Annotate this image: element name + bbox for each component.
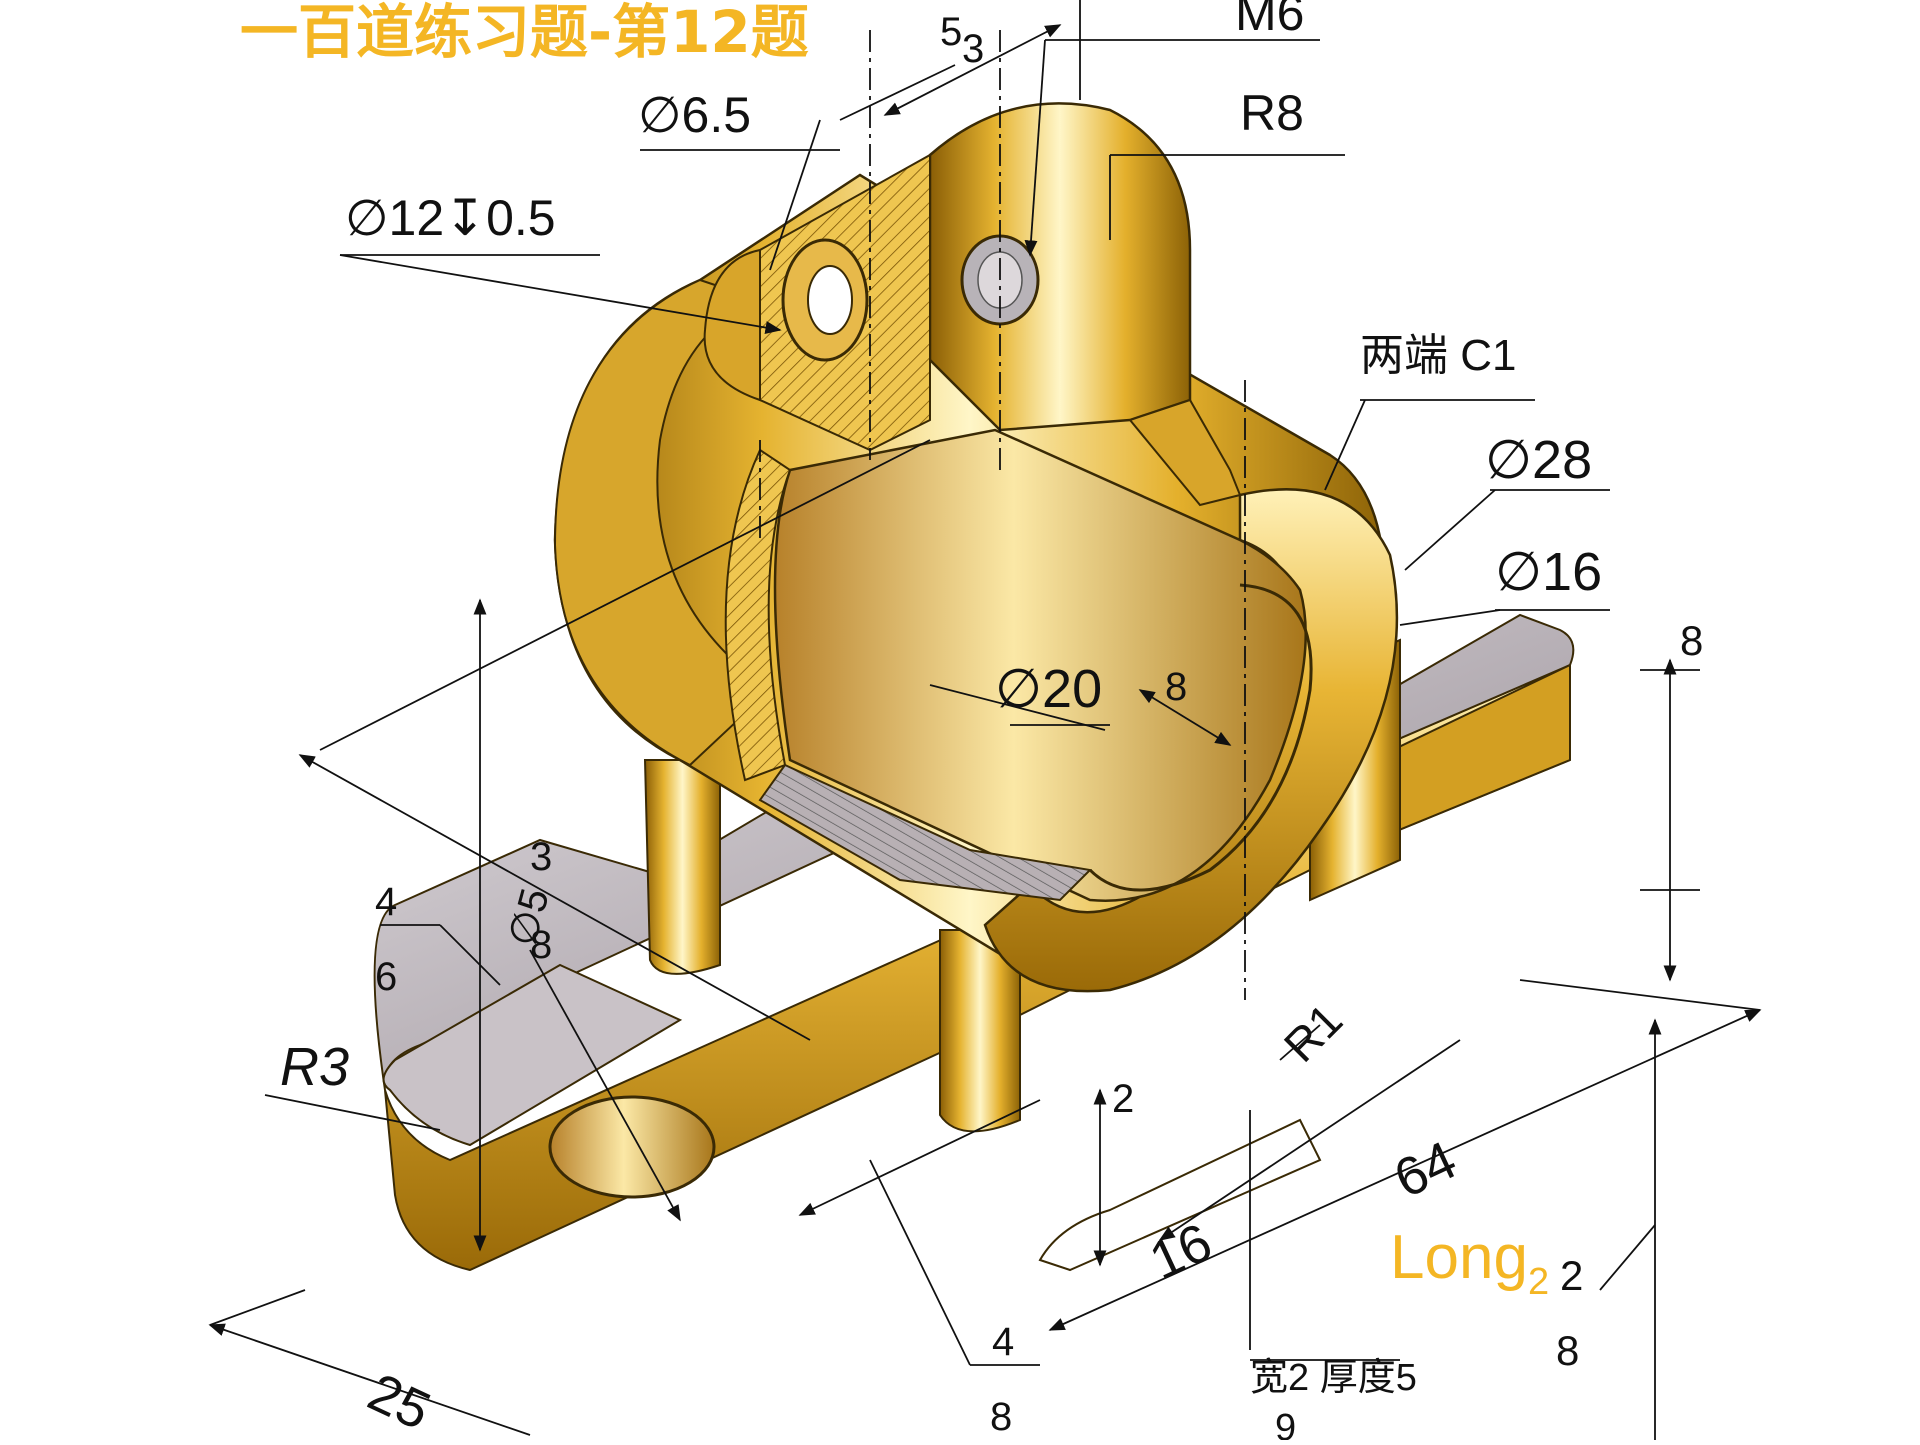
label-d20: ∅20 <box>995 659 1102 719</box>
label-8-mid: 8 <box>1165 665 1187 709</box>
label-3-left: 3 <box>530 835 552 879</box>
label-r1: R1 <box>1274 993 1352 1071</box>
label-d16: ∅16 <box>1495 542 1602 602</box>
dimension-labels: 一百道练习题-第12题 M6 R8 ∅6.5 ∅12↧0.5 5 3 两端 C1… <box>240 0 1703 1445</box>
label-m6: M6 <box>1235 0 1304 41</box>
label-slot-note: 宽2 厚度5 <box>1250 1357 1417 1399</box>
label-d28: ∅28 <box>1485 430 1592 490</box>
label-3-top: 3 <box>962 27 984 71</box>
label-r3: R3 <box>280 1037 349 1097</box>
mounting-hole <box>548 1095 716 1199</box>
label-4-left: 4 <box>375 880 397 924</box>
label-d12-depth: ∅12↧0.5 <box>345 190 556 246</box>
label-both-ends-c1: 两端 C1 <box>1360 331 1516 380</box>
label-2-right: 2 <box>1560 1252 1583 1299</box>
page-title: 一百道练习题-第12题 <box>240 0 809 66</box>
label-8-bottom: 8 <box>990 1395 1012 1439</box>
dimension-lines <box>208 0 1762 1440</box>
top-lug <box>703 102 1242 507</box>
label-5: 5 <box>940 10 962 54</box>
label-25: 25 <box>359 1362 439 1440</box>
label-r8: R8 <box>1240 85 1304 141</box>
label-2-slot: 2 <box>1112 1077 1134 1121</box>
label-64: 64 <box>1386 1130 1466 1210</box>
watermark-text: Long2 <box>1390 1223 1549 1303</box>
label-8-br: 8 <box>1556 1327 1579 1374</box>
label-d6-5: ∅6.5 <box>638 87 751 143</box>
label-4-bottom: 4 <box>992 1320 1014 1364</box>
label-6-left: 6 <box>375 955 397 999</box>
label-8-right: 8 <box>1680 617 1703 664</box>
label-8-d: 8 <box>530 923 552 967</box>
label-9: 9 <box>1275 1407 1296 1440</box>
